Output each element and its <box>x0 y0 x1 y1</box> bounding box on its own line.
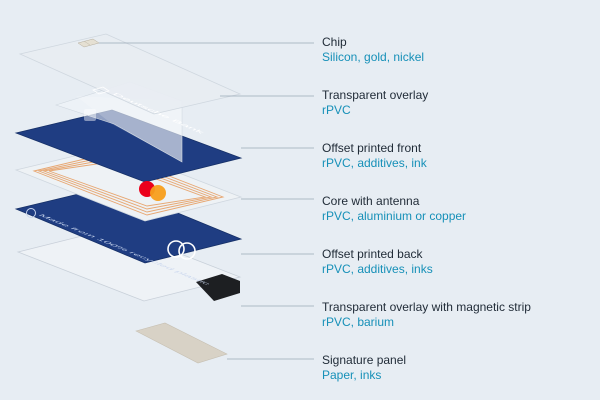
layer-title: Transparent overlay <box>322 88 429 102</box>
layer-materials: Silicon, gold, nickel <box>322 50 425 64</box>
layer-materials: rPVC, additives, inks <box>322 262 433 276</box>
gd-logo-icon <box>167 240 196 260</box>
layer-title: Chip <box>322 35 347 49</box>
chip-layer: Deutsche Bank <box>18 33 242 135</box>
layer-materials: rPVC, additives, ink <box>322 156 427 170</box>
layer-label-transparent-overlay: Transparent overlay rPVC <box>322 88 428 118</box>
layer-materials: rPVC <box>322 103 351 117</box>
layer-materials: rPVC, barium <box>322 315 395 329</box>
layer-label-core-antenna: Core with antenna rPVC, aluminium or cop… <box>322 194 466 224</box>
layer-label-chip: Chip Silicon, gold, nickel <box>322 35 424 65</box>
chip-card-plane <box>18 33 242 115</box>
layer-title: Core with antenna <box>322 194 420 208</box>
signature-panel <box>135 322 228 364</box>
offset-printed-front-layer <box>14 109 243 201</box>
printed-front-card <box>14 109 243 183</box>
layer-label-offset-front: Offset printed front rPVC, additives, in… <box>322 141 427 171</box>
layer-title: Signature panel <box>322 353 407 367</box>
layer-label-offset-back: Offset printed back rPVC, additives, ink… <box>322 247 433 277</box>
bank-logo-box <box>92 86 110 95</box>
overlay-window <box>84 109 96 121</box>
layer-title: Offset printed back <box>322 247 423 261</box>
mastercard-logo-icon <box>139 181 166 201</box>
layer-title: Transparent overlay with magnetic strip <box>322 300 531 314</box>
leader-lines <box>99 42 314 360</box>
layer-label-signature-panel: Signature panel Paper, inks <box>322 353 406 383</box>
layer-label-magnetic-overlay: Transparent overlay with magnetic strip … <box>322 300 531 330</box>
signature-panel-layer <box>135 322 228 364</box>
layer-materials: rPVC, aluminium or copper <box>322 209 467 223</box>
recycle-icon <box>26 208 36 218</box>
layer-title: Offset printed front <box>322 141 422 155</box>
layer-materials: Paper, inks <box>322 368 382 382</box>
magnetic-strip <box>196 274 240 301</box>
